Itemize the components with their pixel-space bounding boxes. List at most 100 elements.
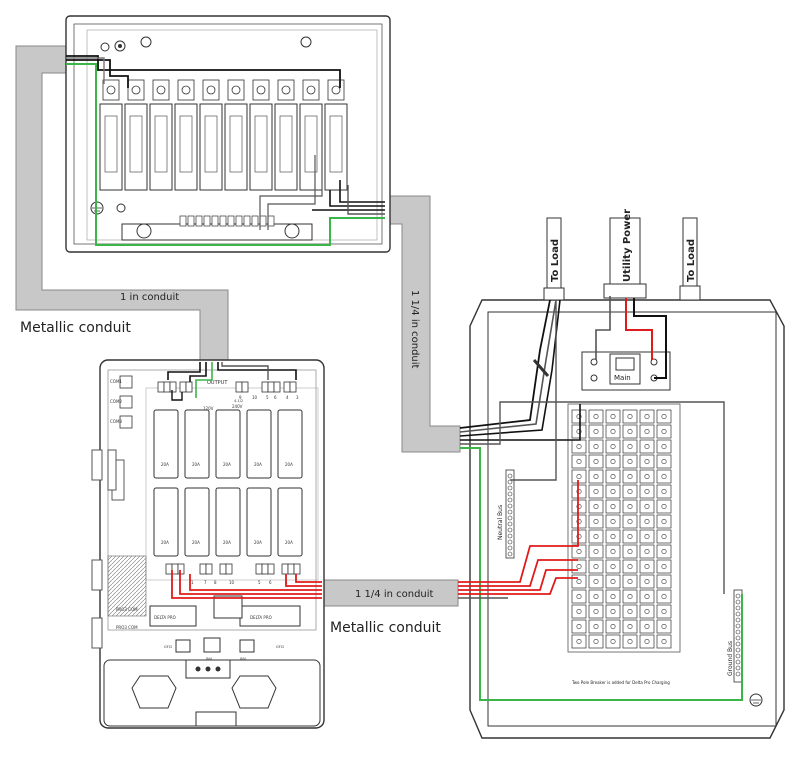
breaker-screw xyxy=(576,458,582,464)
breaker xyxy=(622,619,638,634)
breaker xyxy=(639,439,655,454)
breaker-toggle xyxy=(279,115,293,173)
breaker xyxy=(605,559,621,574)
breaker-screw xyxy=(576,488,582,494)
output-terminal xyxy=(283,381,291,393)
breaker-screw xyxy=(610,578,616,584)
bus-screw xyxy=(507,485,513,491)
breaker-screw xyxy=(610,608,616,614)
breaker xyxy=(656,604,672,619)
breaker xyxy=(656,634,672,649)
breaker-screw xyxy=(661,473,667,479)
breaker-toggle xyxy=(129,115,143,173)
breaker-screw xyxy=(627,593,633,599)
breaker xyxy=(605,454,621,469)
breaker xyxy=(588,589,604,604)
svg-text:DELTA PRO: DELTA PRO xyxy=(154,615,176,620)
breaker-screw xyxy=(576,593,582,599)
breaker-screw xyxy=(593,473,599,479)
breaker-screw xyxy=(661,578,667,584)
bus-screw xyxy=(507,509,513,515)
breaker xyxy=(622,514,638,529)
breaker-screw xyxy=(593,638,599,644)
bus-screw xyxy=(735,671,741,677)
breaker-screw xyxy=(627,548,633,554)
bus-screw xyxy=(735,593,741,599)
svg-text:PRO3 COM: PRO3 COM xyxy=(116,625,138,630)
breaker xyxy=(605,484,621,499)
breaker xyxy=(588,499,604,514)
breaker-screw xyxy=(661,428,667,434)
breaker xyxy=(571,439,587,454)
breaker-screw xyxy=(576,548,582,554)
bus-screw xyxy=(235,215,243,227)
breaker xyxy=(622,454,638,469)
breaker xyxy=(622,559,638,574)
breaker-screw xyxy=(627,428,633,434)
breaker-screw xyxy=(576,443,582,449)
breaker xyxy=(571,574,587,589)
bus-screw xyxy=(507,533,513,539)
bus-screw xyxy=(259,215,267,227)
breaker-screw xyxy=(593,503,599,509)
breaker xyxy=(639,559,655,574)
breaker-screw xyxy=(644,443,650,449)
svg-text:10: 10 xyxy=(252,395,258,400)
breaker xyxy=(571,634,587,649)
breaker xyxy=(571,424,587,439)
breaker-screw xyxy=(576,563,582,569)
bus-screw xyxy=(735,611,741,617)
breaker xyxy=(277,409,303,479)
breaker-rating: 20A xyxy=(223,462,231,467)
bus-screw xyxy=(507,551,513,557)
svg-text:5: 5 xyxy=(266,395,269,400)
breaker-screw xyxy=(627,533,633,539)
breaker-screw xyxy=(661,503,667,509)
breaker xyxy=(622,484,638,499)
breaker-screw xyxy=(593,548,599,554)
breaker xyxy=(639,529,655,544)
breaker-screw xyxy=(593,578,599,584)
breaker xyxy=(656,544,672,559)
breaker-screw xyxy=(644,503,650,509)
breaker xyxy=(656,469,672,484)
bus-screw xyxy=(267,215,275,227)
breaker xyxy=(153,409,179,479)
neutral-bus-label: Neutral Bus xyxy=(497,505,504,540)
breaker-screw xyxy=(644,518,650,524)
circuit-terminal xyxy=(281,563,289,575)
bus-screw xyxy=(203,215,211,227)
breaker-toggle xyxy=(329,115,343,173)
breaker xyxy=(605,634,621,649)
breaker xyxy=(605,604,621,619)
terminal-screw xyxy=(306,85,316,95)
breaker xyxy=(639,469,655,484)
load-cable-left xyxy=(543,217,565,301)
breaker-screw xyxy=(661,413,667,419)
breaker xyxy=(656,514,672,529)
breaker-screw xyxy=(644,623,650,629)
svg-text:6: 6 xyxy=(269,580,272,585)
bus-screw xyxy=(251,215,259,227)
breaker xyxy=(571,409,587,424)
circuit-terminal xyxy=(199,563,207,575)
breaker-screw xyxy=(661,638,667,644)
breaker xyxy=(622,604,638,619)
breaker xyxy=(622,589,638,604)
breaker-screw xyxy=(644,413,650,419)
bus-screw xyxy=(507,527,513,533)
terminal-row xyxy=(102,79,345,101)
breaker-screw xyxy=(661,608,667,614)
neutral-bar xyxy=(179,215,275,227)
breaker-screw xyxy=(627,578,633,584)
circuit-terminal xyxy=(205,563,213,575)
bus-screw xyxy=(507,503,513,509)
com-port-icon xyxy=(119,375,133,389)
breaker-rating: 20A xyxy=(254,540,262,545)
breaker xyxy=(588,454,604,469)
inverter-wiring xyxy=(167,362,322,599)
breaker xyxy=(588,544,604,559)
breaker-screw xyxy=(610,458,616,464)
breaker xyxy=(277,487,303,557)
